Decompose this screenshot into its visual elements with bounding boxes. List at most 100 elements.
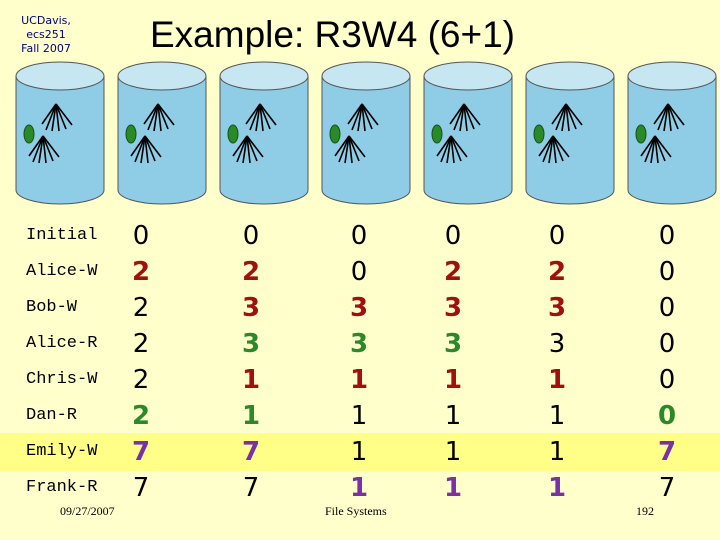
- directory-tree-icon: [653, 103, 685, 132]
- leaf-icon: [227, 124, 239, 144]
- row-label: Bob-W: [26, 298, 78, 317]
- version-cell: 2: [132, 329, 150, 359]
- version-cell: 0: [658, 293, 676, 323]
- storage-server-icon: [219, 61, 309, 205]
- highlight-band: [0, 433, 720, 471]
- directory-tree-icon: [347, 103, 379, 132]
- storage-server-icon: [321, 61, 411, 205]
- cylinder-top: [525, 61, 615, 91]
- leaf-icon: [329, 124, 341, 144]
- row-label: Frank-R: [26, 478, 98, 497]
- version-cell: 0: [658, 329, 676, 359]
- directory-tree-icon: [334, 135, 366, 164]
- row-label: Dan-R: [26, 406, 78, 425]
- version-cell: 7: [241, 437, 261, 467]
- cylinder-top: [219, 61, 309, 91]
- version-cell: 3: [443, 329, 463, 359]
- leaf-icon: [533, 124, 545, 144]
- cylinder-body: [117, 75, 207, 205]
- version-cell: 2: [443, 257, 463, 287]
- version-cell: 3: [547, 293, 567, 323]
- version-cell: 2: [241, 257, 261, 287]
- directory-tree-icon: [28, 135, 60, 164]
- cylinder-body: [423, 75, 513, 205]
- cylinder-top: [423, 61, 513, 91]
- version-cell: 7: [132, 473, 150, 503]
- version-cell: 0: [242, 221, 260, 251]
- row-label: Emily-W: [26, 442, 98, 461]
- version-cell: 7: [657, 437, 677, 467]
- version-cell: 0: [444, 221, 462, 251]
- version-cell: 1: [350, 401, 368, 431]
- version-cell: 2: [132, 365, 150, 395]
- row-label: Alice-R: [26, 334, 98, 353]
- version-cell: 0: [658, 221, 676, 251]
- cylinder-top: [117, 61, 207, 91]
- version-cell: 0: [350, 221, 368, 251]
- storage-server-icon: [525, 61, 615, 205]
- cylinder-body: [525, 75, 615, 205]
- course-affiliation: UCDavis, ecs251 Fall 2007: [6, 14, 86, 56]
- version-cell: 2: [132, 293, 150, 323]
- version-cell: 0: [658, 257, 676, 287]
- version-cell: 1: [548, 437, 566, 467]
- leaf-icon: [125, 124, 137, 144]
- slide-title: Example: R3W4 (6+1): [150, 14, 515, 55]
- version-cell: 3: [443, 293, 463, 323]
- cylinder-body: [321, 75, 411, 205]
- footer-topic: File Systems: [325, 504, 387, 518]
- directory-tree-icon: [640, 135, 672, 164]
- version-cell: 0: [350, 257, 368, 287]
- version-cell: 3: [241, 329, 261, 359]
- version-cell: 3: [548, 329, 566, 359]
- version-cell: 0: [657, 401, 677, 431]
- version-cell: 1: [548, 401, 566, 431]
- version-cell: 2: [131, 257, 151, 287]
- version-cell: 1: [443, 365, 463, 395]
- directory-tree-icon: [245, 103, 277, 132]
- cylinder-top: [15, 61, 105, 91]
- cylinder-top: [627, 61, 717, 91]
- version-cell: 1: [547, 473, 567, 503]
- version-cell: 3: [349, 329, 369, 359]
- storage-server-icon: [15, 61, 105, 205]
- version-cell: 1: [547, 365, 567, 395]
- version-cell: 1: [444, 437, 462, 467]
- leaf-icon: [23, 124, 35, 144]
- version-cell: 7: [131, 437, 151, 467]
- version-cell: 1: [241, 365, 261, 395]
- row-label: Alice-W: [26, 262, 98, 281]
- version-cell: 1: [443, 473, 463, 503]
- version-cell: 1: [349, 365, 369, 395]
- row-label: Initial: [26, 226, 98, 245]
- version-cell: 0: [658, 365, 676, 395]
- version-cell: 1: [349, 473, 369, 503]
- version-cell: 1: [350, 437, 368, 467]
- cylinder-top: [321, 61, 411, 91]
- leaf-icon: [431, 124, 443, 144]
- storage-server-icon: [627, 61, 717, 205]
- version-cell: 2: [131, 401, 151, 431]
- directory-tree-icon: [551, 103, 583, 132]
- leaf-icon: [635, 124, 647, 144]
- directory-tree-icon: [232, 135, 264, 164]
- directory-tree-icon: [436, 135, 468, 164]
- directory-tree-icon: [41, 103, 73, 132]
- version-cell: 0: [548, 221, 566, 251]
- cylinder-body: [219, 75, 309, 205]
- directory-tree-icon: [143, 103, 175, 132]
- row-label: Chris-W: [26, 370, 98, 389]
- version-cell: 1: [444, 401, 462, 431]
- cylinder-body: [15, 75, 105, 205]
- directory-tree-icon: [449, 103, 481, 132]
- version-cell: 0: [132, 221, 150, 251]
- version-cell: 3: [241, 293, 261, 323]
- version-cell: 1: [241, 401, 261, 431]
- footer-date: 09/27/2007: [60, 504, 115, 518]
- cylinder-body: [627, 75, 717, 205]
- version-cell: 7: [242, 473, 260, 503]
- footer-page-number: 192: [636, 504, 654, 518]
- affiliation-line-2: Fall 2007: [21, 42, 71, 55]
- directory-tree-icon: [538, 135, 570, 164]
